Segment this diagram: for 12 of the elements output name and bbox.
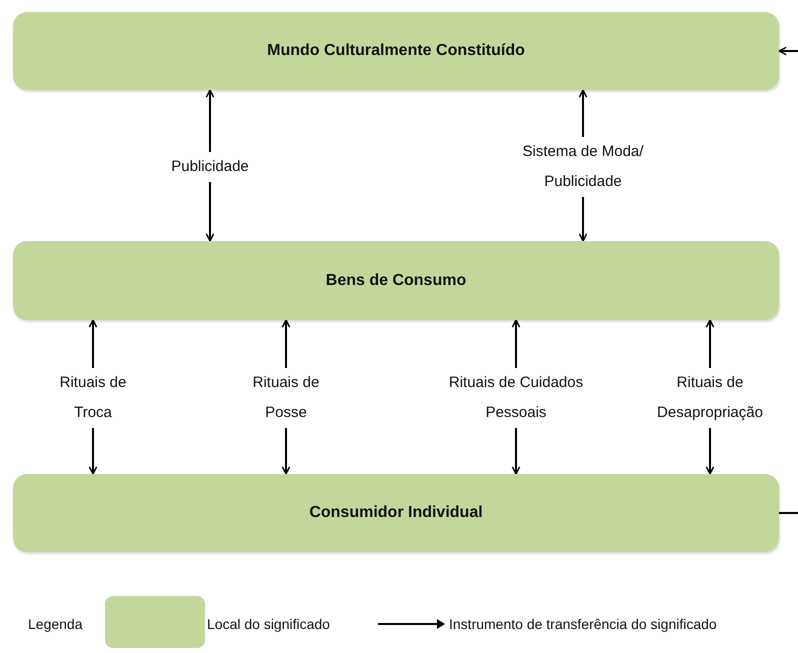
box-title: Mundo Culturalmente Constituído: [267, 42, 525, 60]
edge-label: Rituais de Desapropriação: [655, 368, 765, 428]
box-title: Bens de Consumo: [326, 272, 466, 290]
process-box: [13, 12, 779, 90]
process-box: [13, 241, 779, 320]
process-box: [13, 474, 779, 552]
box-title: Consumidor Individual: [309, 504, 483, 522]
legend-text: Instrumento de transferência do significado: [449, 616, 717, 632]
edge-label: Publicidade: [169, 152, 251, 182]
legend-title: Legenda: [28, 616, 83, 632]
arrow: [778, 46, 798, 56]
legend-text: Local do significado: [207, 616, 330, 632]
